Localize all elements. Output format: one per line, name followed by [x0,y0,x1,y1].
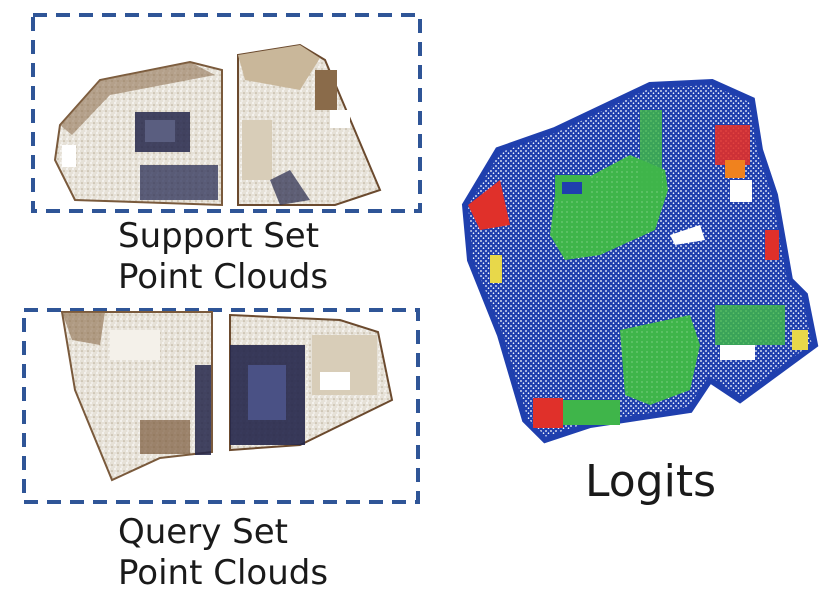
query-set-box [22,308,420,504]
logits-label: Logits [585,456,716,507]
logits-point-cloud [461,78,819,444]
support-set-label: Support Set Point Clouds [118,216,328,298]
support-set-label-line2: Point Clouds [118,256,329,297]
support-point-cloud-1 [53,60,223,207]
support-set-label-line1: Support Set [118,216,320,256]
query-point-cloud-2 [229,313,394,452]
support-set-box [31,13,422,213]
query-set-label-line2: Point Clouds [118,552,329,593]
query-point-cloud-1 [60,311,213,482]
query-set-label: Query Set Point Clouds [118,512,328,594]
support-point-cloud-2 [237,43,382,206]
query-set-label-line1: Query Set [118,512,288,552]
